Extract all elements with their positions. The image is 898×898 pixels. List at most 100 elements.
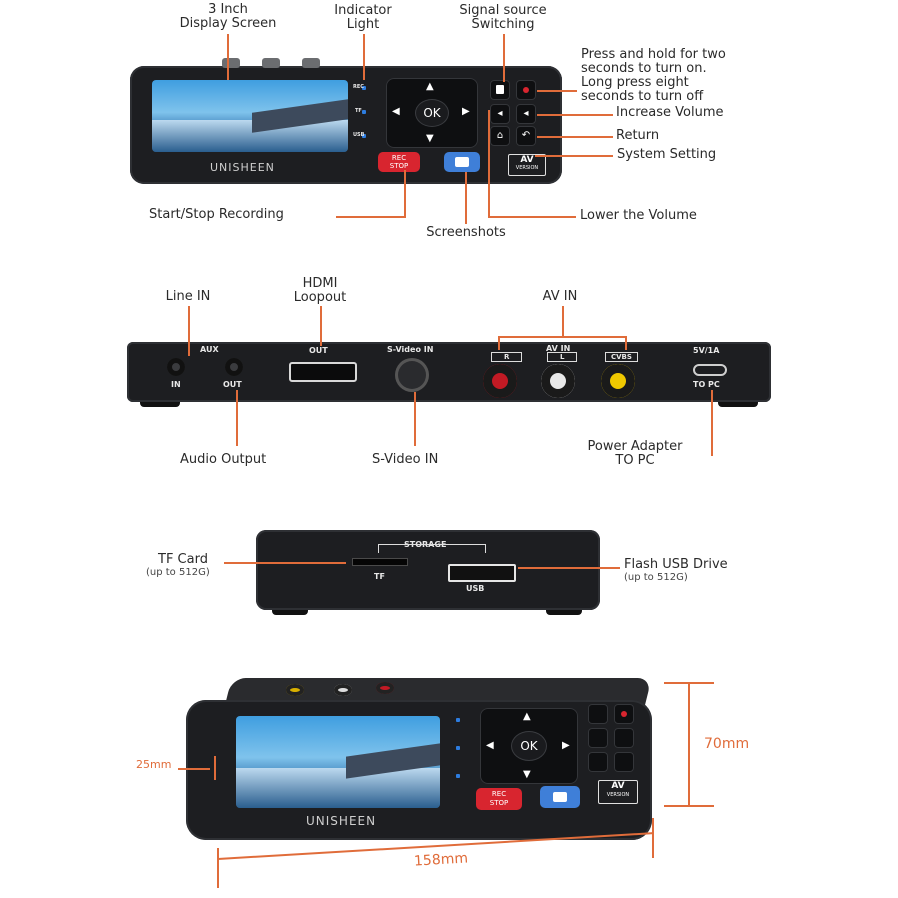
home-button[interactable]: ⌂	[490, 126, 510, 146]
top-connector	[222, 58, 240, 68]
screenshots-label: Screenshots	[426, 225, 506, 240]
tf-card-label: TF Card	[158, 552, 208, 567]
usb-text: USB	[466, 584, 485, 593]
up-arrow-icon[interactable]: ▲	[426, 81, 434, 92]
l-audio-jack[interactable]	[541, 364, 575, 398]
screenshot-button[interactable]	[444, 152, 480, 172]
top-connector	[302, 58, 320, 68]
width-dimension-tick	[652, 818, 654, 858]
depth-dimension-value: 25mm	[136, 758, 172, 771]
avin-text: AV IN	[546, 344, 571, 353]
increase-volume-button[interactable]: ◂	[516, 104, 536, 124]
usb-drive-capacity: (up to 512G)	[624, 572, 688, 583]
perspective-ok-button[interactable]: OK	[512, 732, 546, 760]
leader-line	[503, 34, 505, 82]
height-dimension-line	[688, 682, 690, 806]
ok-button[interactable]: OK	[416, 100, 448, 126]
svideo-in-label: S-Video IN	[372, 452, 439, 467]
signal-switch-button[interactable]	[490, 80, 510, 100]
rec-indicator-light	[362, 86, 366, 90]
lower-volume-button[interactable]: ◂	[490, 104, 510, 124]
av-version-badge: AV VERSION	[508, 154, 546, 176]
right-arrow-icon[interactable]: ▶	[562, 740, 570, 751]
down-arrow-icon[interactable]: ▼	[523, 769, 531, 780]
width-dimension-value: 158mm	[413, 850, 469, 870]
leader-line	[488, 110, 490, 216]
perspective-home-button[interactable]	[588, 752, 608, 772]
leader-line	[537, 136, 613, 138]
leader-line	[465, 172, 467, 224]
tf-card-slot[interactable]	[352, 558, 408, 566]
increase-volume-label: Increase Volume	[616, 105, 724, 120]
av-in-label: AV IN	[542, 289, 578, 304]
perspective-screen	[236, 716, 440, 808]
topc-text: TO PC	[693, 380, 720, 389]
brand-label: UNISHEEN	[210, 161, 275, 174]
width-dimension-tick	[217, 848, 219, 888]
top-rca-connector	[286, 684, 304, 696]
height-dimension-value: 70mm	[704, 736, 750, 752]
top-rca-connector	[334, 684, 352, 696]
aux-in-text: IN	[171, 380, 181, 389]
indicator-light	[456, 746, 460, 750]
version-text: VERSION	[515, 165, 539, 171]
perspective-rec-button[interactable]: REC STOP	[476, 788, 522, 810]
indicator-light	[456, 718, 460, 722]
av-text: AV	[520, 155, 534, 165]
up-arrow-icon[interactable]: ▲	[523, 711, 531, 722]
down-arrow-icon[interactable]: ▼	[426, 133, 434, 144]
aux-in-jack[interactable]	[167, 358, 185, 376]
perspective-return-button[interactable]	[614, 752, 634, 772]
indicator-light	[456, 774, 460, 778]
camera-icon	[553, 792, 567, 802]
height-dimension-tick	[664, 805, 714, 807]
cvbs-text: CVBS	[605, 352, 638, 362]
leader-line	[537, 114, 613, 116]
left-arrow-icon[interactable]: ◀	[392, 106, 400, 117]
return-icon: ↶	[521, 130, 531, 141]
lower-volume-label: Lower the Volume	[580, 208, 697, 223]
line-in-label: Line IN	[165, 289, 211, 304]
version-text: VERSION	[606, 792, 630, 798]
av-text: AV	[611, 781, 625, 791]
perspective-power-button[interactable]	[614, 704, 634, 724]
svideo-port[interactable]	[395, 358, 429, 392]
return-button[interactable]: ↶	[516, 126, 536, 146]
rear-foot	[718, 402, 758, 407]
right-arrow-icon[interactable]: ▶	[462, 106, 470, 117]
storage-bracket	[378, 544, 486, 553]
usb-c-port[interactable]	[693, 364, 727, 376]
perspective-signal-button[interactable]	[588, 704, 608, 724]
perspective-device: UNISHEEN OK ▲ ▼ ◀ ▶ REC STOP AV VERSION	[186, 700, 652, 840]
return-label: Return	[616, 128, 660, 143]
leader-line	[363, 34, 365, 80]
perspective-vol-up-button[interactable]	[614, 728, 634, 748]
tf-card-capacity: (up to 512G)	[146, 567, 210, 578]
leader-line	[518, 567, 620, 569]
aux-out-jack[interactable]	[225, 358, 243, 376]
power-adapter-label: Power Adapter TO PC	[587, 439, 683, 468]
cvbs-video-jack[interactable]	[601, 364, 635, 398]
power-icon	[523, 87, 529, 93]
leader-line	[414, 392, 416, 446]
perspective-vol-down-button[interactable]	[588, 728, 608, 748]
leader-line	[188, 306, 190, 356]
depth-dimension-tick	[214, 756, 216, 780]
top-rca-connector	[376, 682, 394, 694]
leader-line	[320, 306, 322, 346]
tf-indicator-light	[362, 110, 366, 114]
hdmi-out-text: OUT	[309, 346, 328, 355]
perspective-av-badge: AV VERSION	[598, 780, 638, 804]
usb-port[interactable]	[448, 564, 516, 582]
depth-dimension-line	[178, 768, 210, 770]
r-audio-jack[interactable]	[483, 364, 517, 398]
hdmi-loopout-label: HDMI Loopout	[293, 276, 347, 305]
rec-stop-button[interactable]: REC STOP	[378, 152, 420, 172]
usb-drive-label: Flash USB Drive	[624, 557, 728, 572]
leader-line	[498, 336, 500, 350]
signal-icon	[496, 85, 504, 94]
hdmi-port[interactable]	[289, 362, 357, 382]
power-button[interactable]	[516, 80, 536, 100]
left-arrow-icon[interactable]: ◀	[486, 740, 494, 751]
perspective-screenshot-button[interactable]	[540, 786, 580, 808]
